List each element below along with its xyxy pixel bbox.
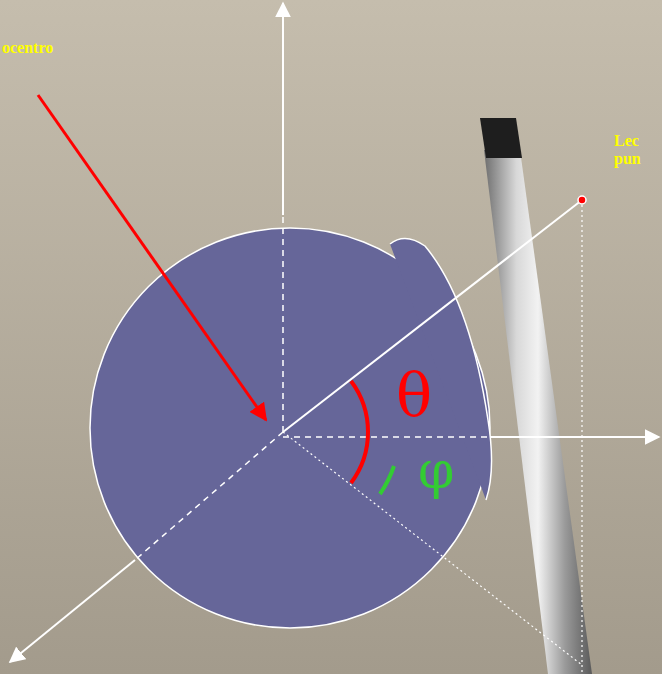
phi-arc xyxy=(380,466,394,494)
projection-line xyxy=(283,432,582,665)
reading-point xyxy=(578,196,586,204)
pole-cap xyxy=(480,118,522,158)
angle-symbol: θ xyxy=(396,365,432,425)
projection-line xyxy=(581,205,582,674)
point-label: pun xyxy=(614,151,641,167)
point-label: Lec xyxy=(614,133,639,149)
y-axis xyxy=(490,436,659,438)
axis-dashed xyxy=(282,215,284,432)
axis-dashed xyxy=(283,436,490,438)
z-axis xyxy=(282,3,284,215)
theta-arc xyxy=(351,381,368,483)
angle-symbol: φ xyxy=(418,444,454,496)
axis-dashed xyxy=(135,432,283,560)
pointer-arrow xyxy=(38,95,266,420)
sphere-bump xyxy=(390,238,492,500)
point-label: ocentro xyxy=(2,40,53,56)
x-axis xyxy=(10,560,135,662)
radius-vector xyxy=(283,200,582,432)
metal-pole xyxy=(484,150,592,674)
